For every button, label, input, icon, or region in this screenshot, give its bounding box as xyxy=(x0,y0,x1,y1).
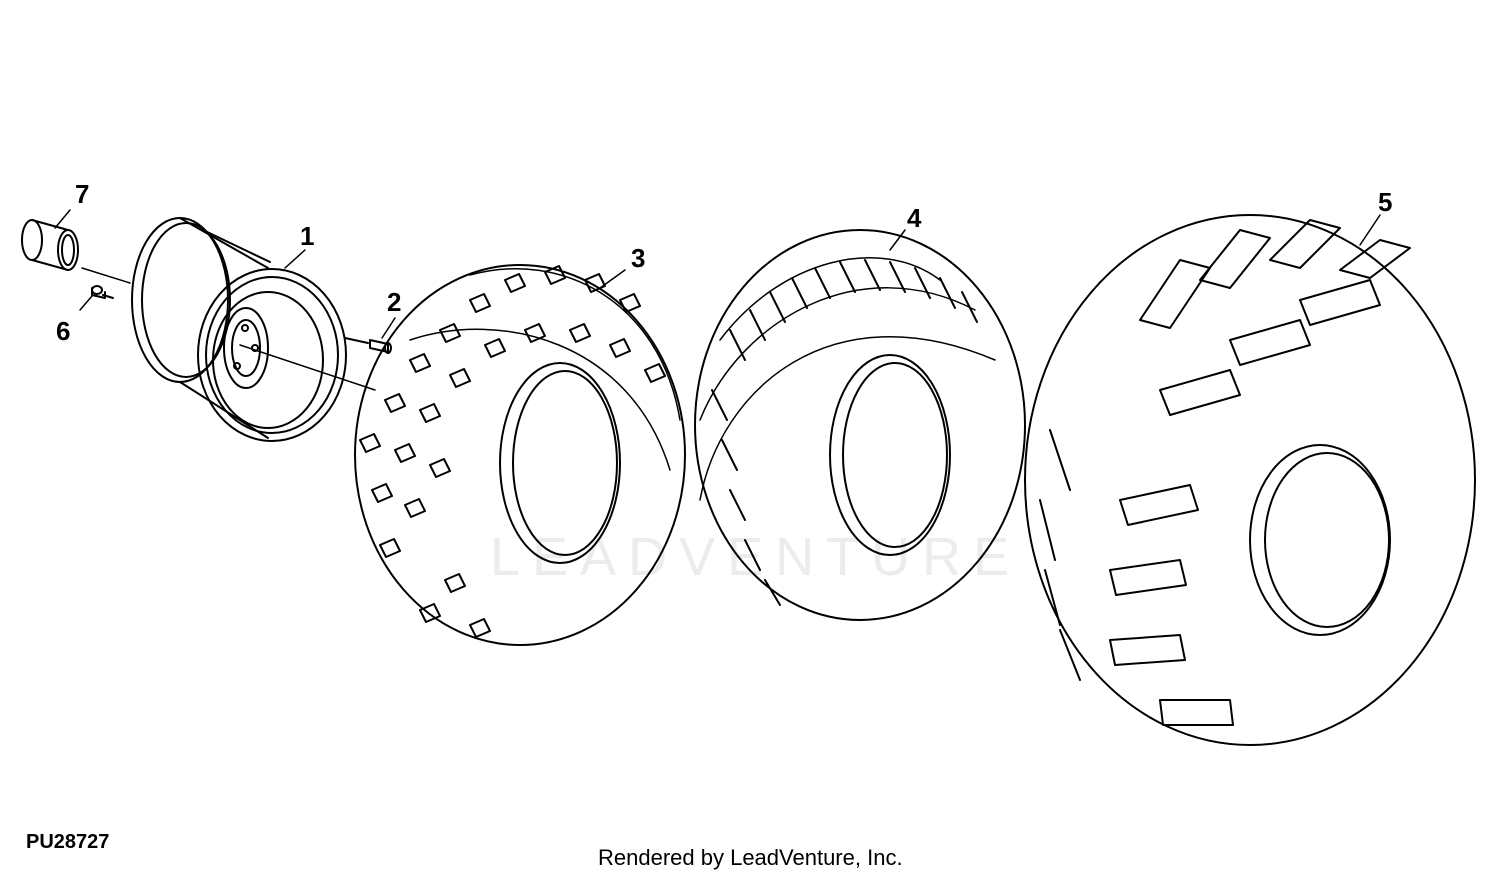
callout-2: 2 xyxy=(387,287,402,317)
callout-7: 7 xyxy=(75,179,90,209)
turf-tire-part xyxy=(694,229,1026,621)
callout-4: 4 xyxy=(907,203,922,233)
bushing-part xyxy=(21,219,79,271)
callout-6: 6 xyxy=(56,316,71,346)
render-credit: Rendered by LeadVenture, Inc. xyxy=(598,845,903,870)
callout-5: 5 xyxy=(1378,187,1393,217)
leader-lines xyxy=(54,209,1381,391)
lug-bolt-part xyxy=(91,285,114,299)
callout-1: 1 xyxy=(300,221,315,251)
callout-3: 3 xyxy=(631,243,646,273)
wheel-rim-part xyxy=(131,217,347,442)
knobby-tire-part xyxy=(354,264,686,646)
valve-stem-part xyxy=(344,337,392,354)
figure-code: PU28727 xyxy=(26,831,110,853)
lug-tire-part xyxy=(1024,214,1476,746)
